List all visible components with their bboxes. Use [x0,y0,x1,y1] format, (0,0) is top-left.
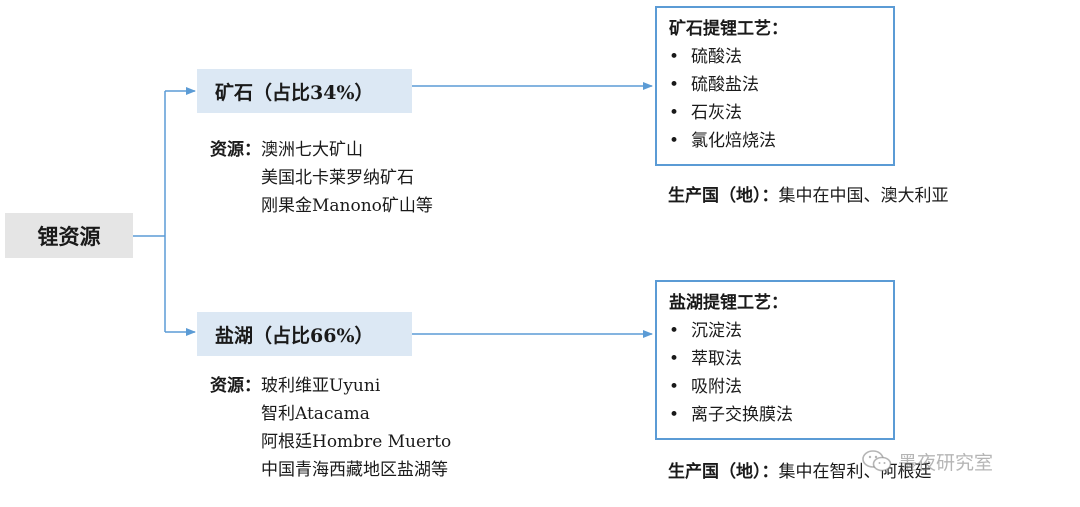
brine-category-label: 盐湖（占比66%） [215,324,374,347]
brine-category-box: 盐湖（占比66%） [197,312,412,356]
brine-resource-item: 阿根廷Hombre Muerto [261,432,452,452]
wechat-icon [862,450,892,472]
root-label: 锂资源 [37,223,101,249]
ore-resource-item: 美国北卡莱罗纳矿石 [261,168,414,188]
ore-process-item: 氯化焙烧法 [669,127,883,155]
brine-resources: 资源： 玻利维亚Uyuni 智利Atacama 阿根廷Hombre Muerto… [210,372,451,484]
brine-resource-item: 智利Atacama [261,404,370,424]
ore-process-item: 硫酸法 [669,43,883,71]
lithium-resources-root: 锂资源 [5,213,133,258]
brine-process-item: 沉淀法 [669,317,883,345]
brine-origin-value: 集中在智利、阿根廷 [778,462,932,482]
brine-resource-item: 玻利维亚Uyuni [261,376,381,396]
brine-process-list: 沉淀法 萃取法 吸附法 离子交换膜法 [669,317,883,429]
brine-origin: 生产国（地）：集中在智利、阿根廷 [668,457,932,482]
ore-origin-value: 集中在中国、澳大利亚 [778,186,949,206]
brine-resources-label: 资源： [210,376,261,396]
ore-resource-item: 澳洲七大矿山 [261,140,363,160]
brine-process-item: 离子交换膜法 [669,401,883,429]
brine-process-item: 萃取法 [669,345,883,373]
brine-resource-item: 中国青海西藏地区盐湖等 [261,460,448,480]
ore-category-label: 矿石（占比34%） [215,81,374,104]
watermark-text: 墨夜研究室 [898,451,994,474]
ore-process-box: 矿石提锂工艺： 硫酸法 硫酸盐法 石灰法 氯化焙烧法 [655,6,895,166]
brine-process-box: 盐湖提锂工艺： 沉淀法 萃取法 吸附法 离子交换膜法 [655,280,895,440]
brine-origin-label: 生产国（地）： [668,462,779,482]
ore-process-item: 石灰法 [669,99,883,127]
ore-origin: 生产国（地）：集中在中国、澳大利亚 [668,181,949,206]
watermark: 墨夜研究室 [862,445,1047,477]
brine-process-item: 吸附法 [669,373,883,401]
ore-origin-label: 生产国（地）： [668,186,779,206]
ore-process-title: 矿石提锂工艺： [669,19,788,39]
ore-resources-label: 资源： [210,140,261,160]
ore-process-item: 硫酸盐法 [669,71,883,99]
ore-process-list: 硫酸法 硫酸盐法 石灰法 氯化焙烧法 [669,43,883,155]
ore-resource-item: 刚果金Manono矿山等 [261,196,433,216]
ore-category-box: 矿石（占比34%） [197,69,412,113]
ore-resources: 资源： 澳洲七大矿山 美国北卡莱罗纳矿石 刚果金Manono矿山等 [210,136,433,220]
brine-process-title: 盐湖提锂工艺： [669,293,788,313]
